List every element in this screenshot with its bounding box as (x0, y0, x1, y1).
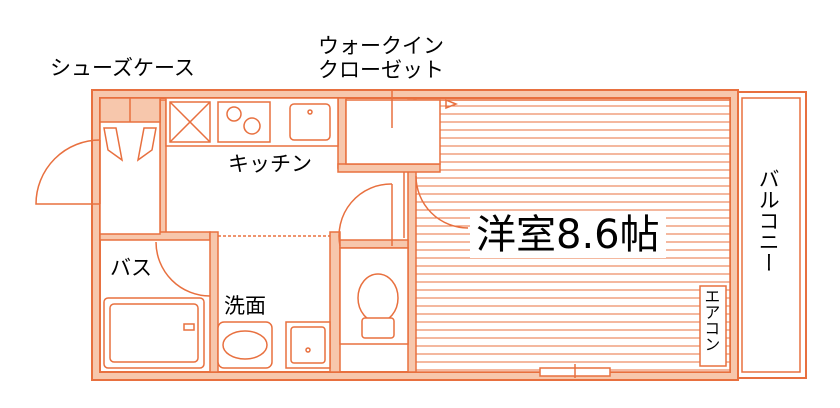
balcony-area (737, 91, 807, 379)
bedroom-label: 洋室8.6帖 (470, 212, 666, 258)
balcony-inner (741, 97, 801, 373)
entrance-door (35, 139, 101, 205)
shoe-case-label: シューズケース (50, 56, 195, 80)
aircon-unit (699, 285, 727, 367)
walkin-closet (345, 90, 459, 165)
walkin-closet-label-2: クローゼット (318, 58, 444, 82)
walkin-closet-label-1: ウォークイン (318, 34, 444, 58)
balcony-label: バルコニー (756, 168, 781, 273)
kitchen-label: キッチン (228, 152, 312, 176)
washroom-label: 洗面 (224, 294, 266, 318)
toilet (338, 175, 469, 345)
bath (103, 241, 211, 369)
kitchen (165, 97, 339, 147)
window-bottom (539, 364, 611, 378)
shoe-case (99, 97, 161, 235)
bath-label: バス (110, 256, 152, 280)
washroom (217, 235, 331, 369)
aircon-label: エアコン (701, 288, 721, 352)
